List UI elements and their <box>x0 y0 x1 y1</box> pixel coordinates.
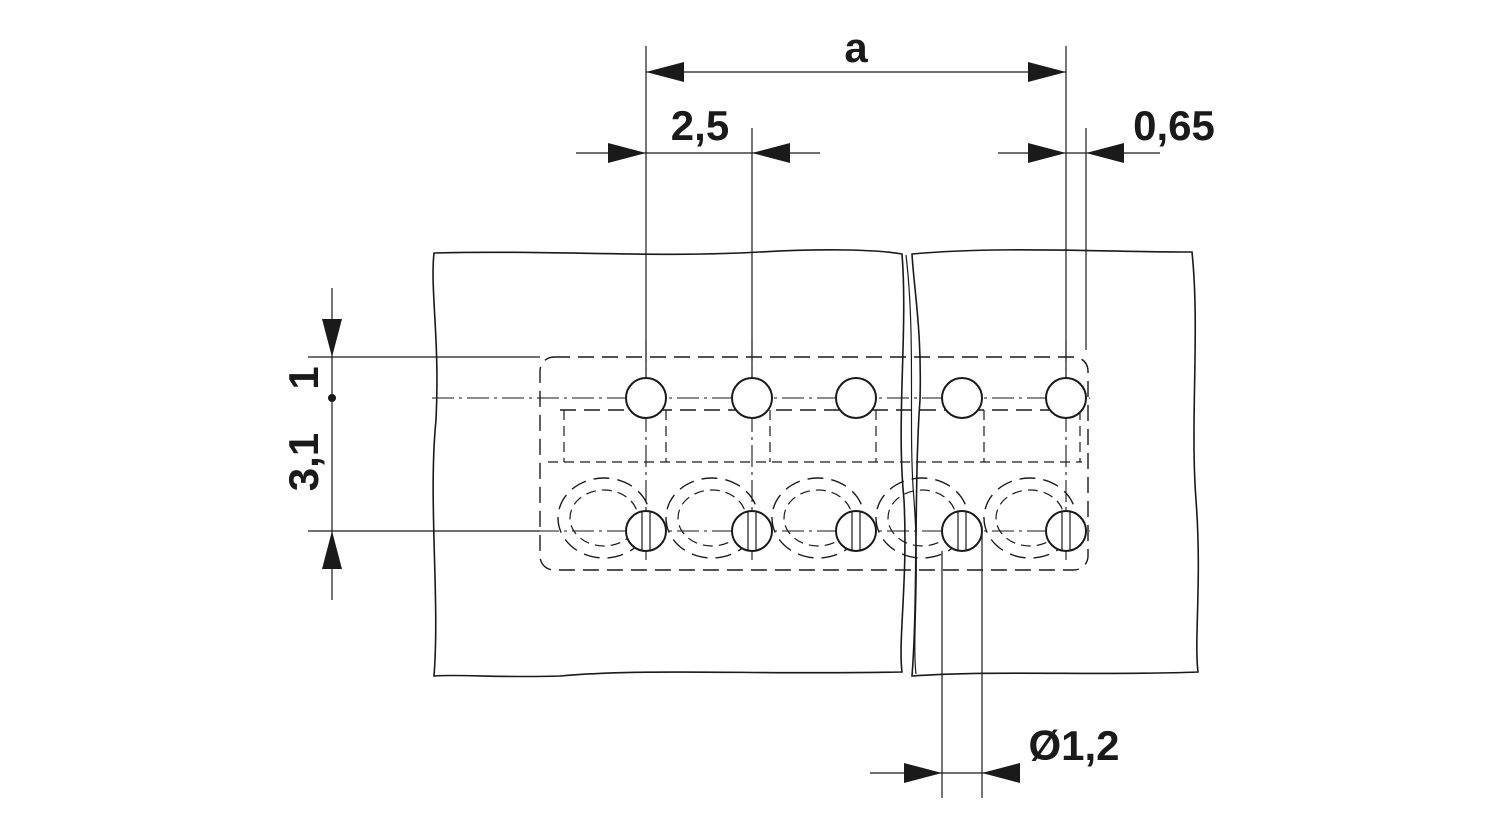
hole <box>1045 377 1087 419</box>
hole <box>941 510 983 552</box>
dimension-label-hole-diameter: Ø1,2 <box>1028 722 1119 769</box>
dimension-vertical: 1 3,1 <box>280 288 342 600</box>
terminal-cells <box>563 410 1081 462</box>
dimension-overall-width: a <box>646 24 1066 82</box>
board-break-line <box>905 254 917 675</box>
dimension-pitch: 2,5 <box>576 102 820 163</box>
board-section-right <box>911 249 1200 677</box>
holes-bottom-row <box>625 510 1087 552</box>
hole <box>941 377 983 419</box>
hole-pin-marks <box>641 512 1071 550</box>
dimension-label-pitch: 2,5 <box>671 102 729 149</box>
board-section-left <box>432 249 906 678</box>
hole <box>731 377 773 419</box>
dimension-hole-diameter: Ø1,2 <box>870 722 1120 783</box>
hole <box>731 510 773 552</box>
dimension-label-a: a <box>844 24 868 71</box>
hole <box>625 510 667 552</box>
extension-lines <box>308 46 1087 798</box>
dimension-label-edge-offset: 0,65 <box>1133 102 1215 149</box>
hole <box>835 510 877 552</box>
dimension-edge-offset: 0,65 <box>998 102 1215 163</box>
hole <box>1045 510 1087 552</box>
hole <box>625 377 667 419</box>
dimension-label-row-spacing: 3,1 <box>280 433 327 491</box>
hole <box>835 377 877 419</box>
dimension-label-row-offset: 1 <box>280 366 327 389</box>
footprint-outline <box>539 356 1089 571</box>
